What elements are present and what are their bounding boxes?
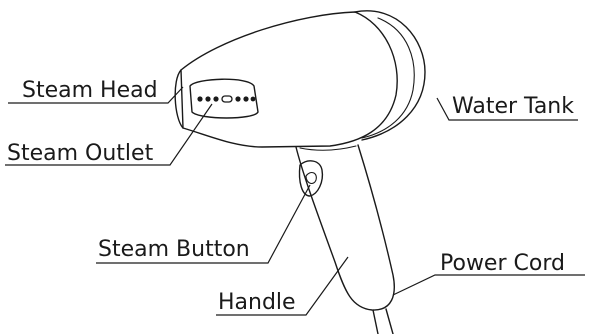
handle-outline bbox=[295, 144, 395, 311]
leader-steam-head bbox=[8, 86, 184, 104]
part-labels: Steam Head Steam Outlet Water Tank Steam… bbox=[7, 78, 574, 315]
leader-power-cord bbox=[392, 274, 585, 296]
label-handle: Handle bbox=[218, 290, 296, 315]
steam-head-nozzle bbox=[174, 69, 184, 129]
garment-steamer-illustration bbox=[174, 10, 426, 334]
handle-neck bbox=[299, 145, 357, 151]
steam-button-shape bbox=[298, 160, 324, 197]
steam-outlet-holes bbox=[197, 95, 256, 103]
label-steam-head: Steam Head bbox=[22, 78, 158, 103]
label-steam-button: Steam Button bbox=[98, 237, 250, 262]
water-tank-rim bbox=[361, 17, 415, 139]
leader-steam-outlet bbox=[5, 103, 213, 166]
label-water-tank: Water Tank bbox=[452, 94, 574, 119]
label-power-cord: Power Cord bbox=[440, 251, 565, 276]
power-cord bbox=[372, 308, 394, 334]
label-steam-outlet: Steam Outlet bbox=[7, 141, 154, 166]
leader-lines bbox=[5, 86, 585, 316]
leader-steam-button bbox=[96, 184, 311, 264]
leader-water-tank bbox=[436, 97, 578, 121]
leader-handle bbox=[216, 256, 349, 316]
steamer-body bbox=[180, 11, 398, 148]
water-tank-disc bbox=[354, 10, 426, 141]
